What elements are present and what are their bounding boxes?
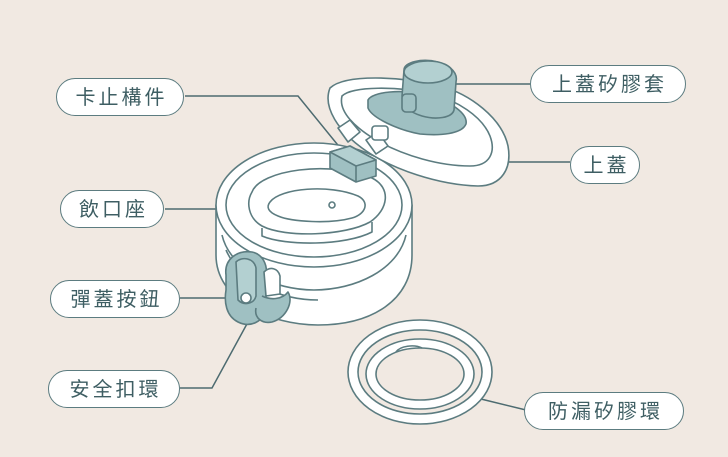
label-lid-silicone: 上蓋矽膠套 [530,65,686,103]
label-button: 彈蓋按鈕 [50,280,180,318]
leak-ring-part [347,319,493,425]
button-part [224,250,291,326]
latch-part [329,145,377,183]
lid-silicone-part [367,59,467,136]
label-safety-ring: 安全扣環 [48,370,180,408]
label-lid: 上蓋 [570,146,640,184]
label-mouthpiece: 飲口座 [60,190,164,228]
leader-safety-ring [180,321,249,389]
leader-latch [185,95,351,161]
label-leak-ring: 防漏矽膠環 [524,392,684,430]
label-latch: 卡止構件 [56,78,184,116]
mouthpiece-base [215,142,413,326]
